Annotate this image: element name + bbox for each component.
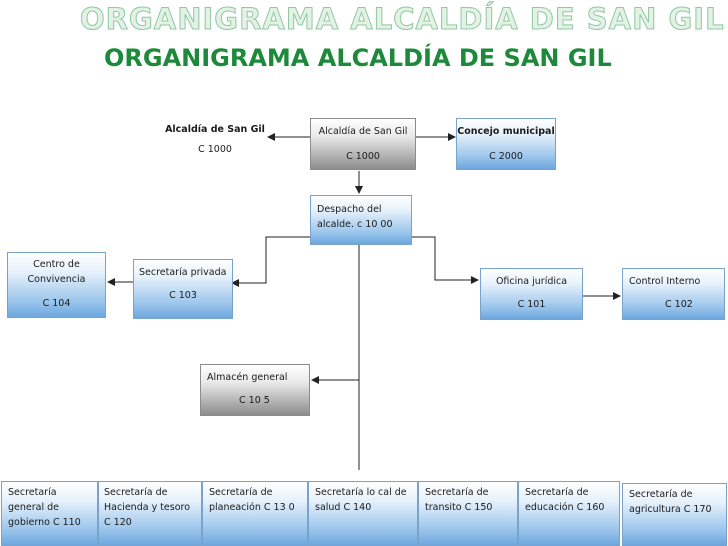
control-interno-box: Control Interno C 102 — [622, 268, 725, 320]
secretaria-text-line: Secretaría lo cal de — [315, 487, 407, 498]
secretaria-text-line: educación C 160 — [525, 502, 605, 513]
secretaria-text-line: C 120 — [104, 517, 132, 528]
secretaria-text-line: agricultura C 170 — [629, 504, 712, 515]
oficina-juridica-box: Oficina jurídica C 101 — [480, 268, 583, 320]
secretaria-text-line: Secretaría de — [104, 487, 168, 498]
privada-code: C 103 — [169, 290, 197, 301]
secretaria-text-line: Secretaría de — [525, 487, 589, 498]
secretaria-text-line: Secretaría de — [209, 487, 273, 498]
secretaria-text-line: Secretaría de — [425, 487, 489, 498]
despacho-line1: Despacho del — [317, 204, 382, 215]
alcaldia-center-code: C 1000 — [346, 151, 380, 162]
arrow-to-juridica — [412, 236, 479, 284]
secretaria-text-line: salud C 140 — [315, 502, 372, 513]
secretaria-privada-box: Secretaría privada C 103 — [133, 259, 233, 319]
almacen-name: Almacén general — [207, 372, 288, 383]
centro-line2: Convivencia — [27, 274, 86, 285]
control-code: C 102 — [665, 299, 693, 310]
secretaria-text-line: Hacienda y tesoro — [104, 502, 191, 513]
alcaldia-left-box: Alcaldía de San Gil C 1000 — [165, 118, 265, 168]
despacho-box: Despacho del alcalde. c 10 00 — [310, 195, 412, 245]
despacho-line2: alcalde. c 10 00 — [317, 219, 393, 230]
secretaria-agricultura-box: Secretaría de agricultura C 170 — [622, 483, 727, 546]
concejo-code: C 2000 — [489, 151, 523, 162]
secretaria-planeacion-box: Secretaría de planeación C 13 0 — [202, 481, 308, 546]
concejo-box: Concejo municipal C 2000 — [456, 118, 556, 170]
arrow-to-privada — [231, 236, 310, 287]
privada-name: Secretaría privada — [139, 267, 227, 278]
page-title: ORGANIGRAMA ALCALDÍA DE SAN GIL — [104, 44, 612, 72]
secretaria-salud-box: Secretaría lo cal de salud C 140 — [308, 481, 418, 546]
secretaria-transito-box: Secretaría de transito C 150 — [418, 481, 518, 546]
secretaria-text-line: Secretaría de — [629, 489, 693, 500]
title-shadow: ORGANIGRAMA ALCALDÍA DE SAN GIL — [80, 2, 725, 37]
alcaldia-left-name: Alcaldía de San Gil — [165, 124, 265, 135]
alcaldia-center-name: Alcaldía de San Gil — [318, 126, 408, 137]
secretaria-text-line: Secretaría — [8, 487, 57, 498]
alcaldia-left-code: C 1000 — [198, 144, 232, 155]
control-name: Control Interno — [629, 276, 701, 287]
secretaria-gobierno-box: Secretaría general de gobierno C 110 — [1, 481, 98, 546]
centro-line1: Centro de — [33, 259, 80, 270]
juridica-name: Oficina jurídica — [495, 276, 568, 287]
almacen-box: Almacén general C 10 5 — [200, 364, 310, 416]
secretaria-educacion-box: Secretaría de educación C 160 — [518, 481, 620, 546]
secretaria-hacienda-box: Secretaría de Hacienda y tesoro C 120 — [98, 481, 202, 546]
concejo-name: Concejo municipal — [457, 126, 555, 137]
juridica-code: C 101 — [517, 299, 546, 310]
alcaldia-center-box: Alcaldía de San Gil C 1000 — [310, 118, 416, 170]
centro-convivencia-box: Centro de Convivencia C 104 — [7, 252, 106, 318]
secretaria-text-line: transito C 150 — [425, 502, 493, 513]
centro-code: C 104 — [42, 298, 71, 309]
secretaria-text-line: planeación C 13 0 — [209, 502, 295, 513]
secretaria-text-line: general de — [8, 502, 60, 513]
almacen-code: C 10 5 — [239, 395, 270, 406]
secretaria-text-line: gobierno C 110 — [8, 517, 81, 528]
